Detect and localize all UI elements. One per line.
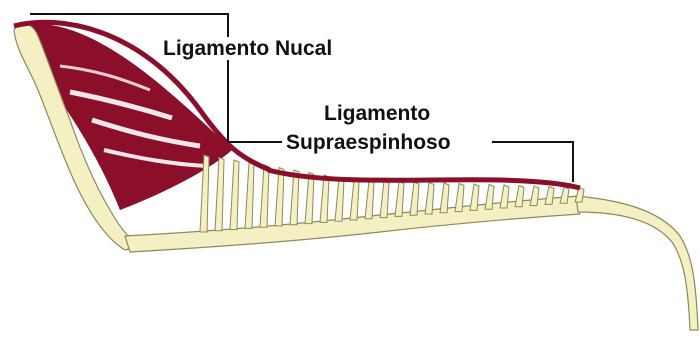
spinous-process [305, 173, 314, 224]
spinous-process [380, 181, 389, 218]
spinous-process [485, 185, 494, 210]
spinous-process [470, 184, 479, 210]
spinous-process [515, 186, 524, 207]
label-supraespinhoso-line1: Ligamento [321, 102, 433, 125]
leader-supraespinhoso-right [492, 142, 573, 182]
spinous-process [500, 185, 509, 208]
spinous-process [455, 184, 464, 212]
spinous-process [320, 175, 329, 222]
spinous-process [425, 183, 434, 215]
caudal-vertebrae [576, 196, 698, 330]
supraspinous-ligament [268, 170, 580, 188]
spinous-process [335, 178, 344, 222]
spinous-process [245, 163, 254, 229]
spinous-process [260, 165, 269, 227]
spinous-process [230, 160, 239, 230]
spinous-process [350, 180, 359, 220]
spinous-process [290, 170, 299, 225]
spinous-process [215, 158, 224, 231]
label-ligamento-nucal: Ligamento Nucal [160, 37, 335, 60]
spinous-process [410, 182, 419, 215]
spinous-process [395, 182, 404, 217]
spinous-process [275, 168, 284, 227]
spinous-process [560, 187, 569, 203]
spinous-process [545, 187, 554, 205]
spinous-process [440, 183, 449, 213]
spinous-process [530, 186, 539, 206]
spinous-process [365, 181, 374, 219]
label-supraespinhoso-line2: Supraespinhoso [283, 131, 454, 154]
